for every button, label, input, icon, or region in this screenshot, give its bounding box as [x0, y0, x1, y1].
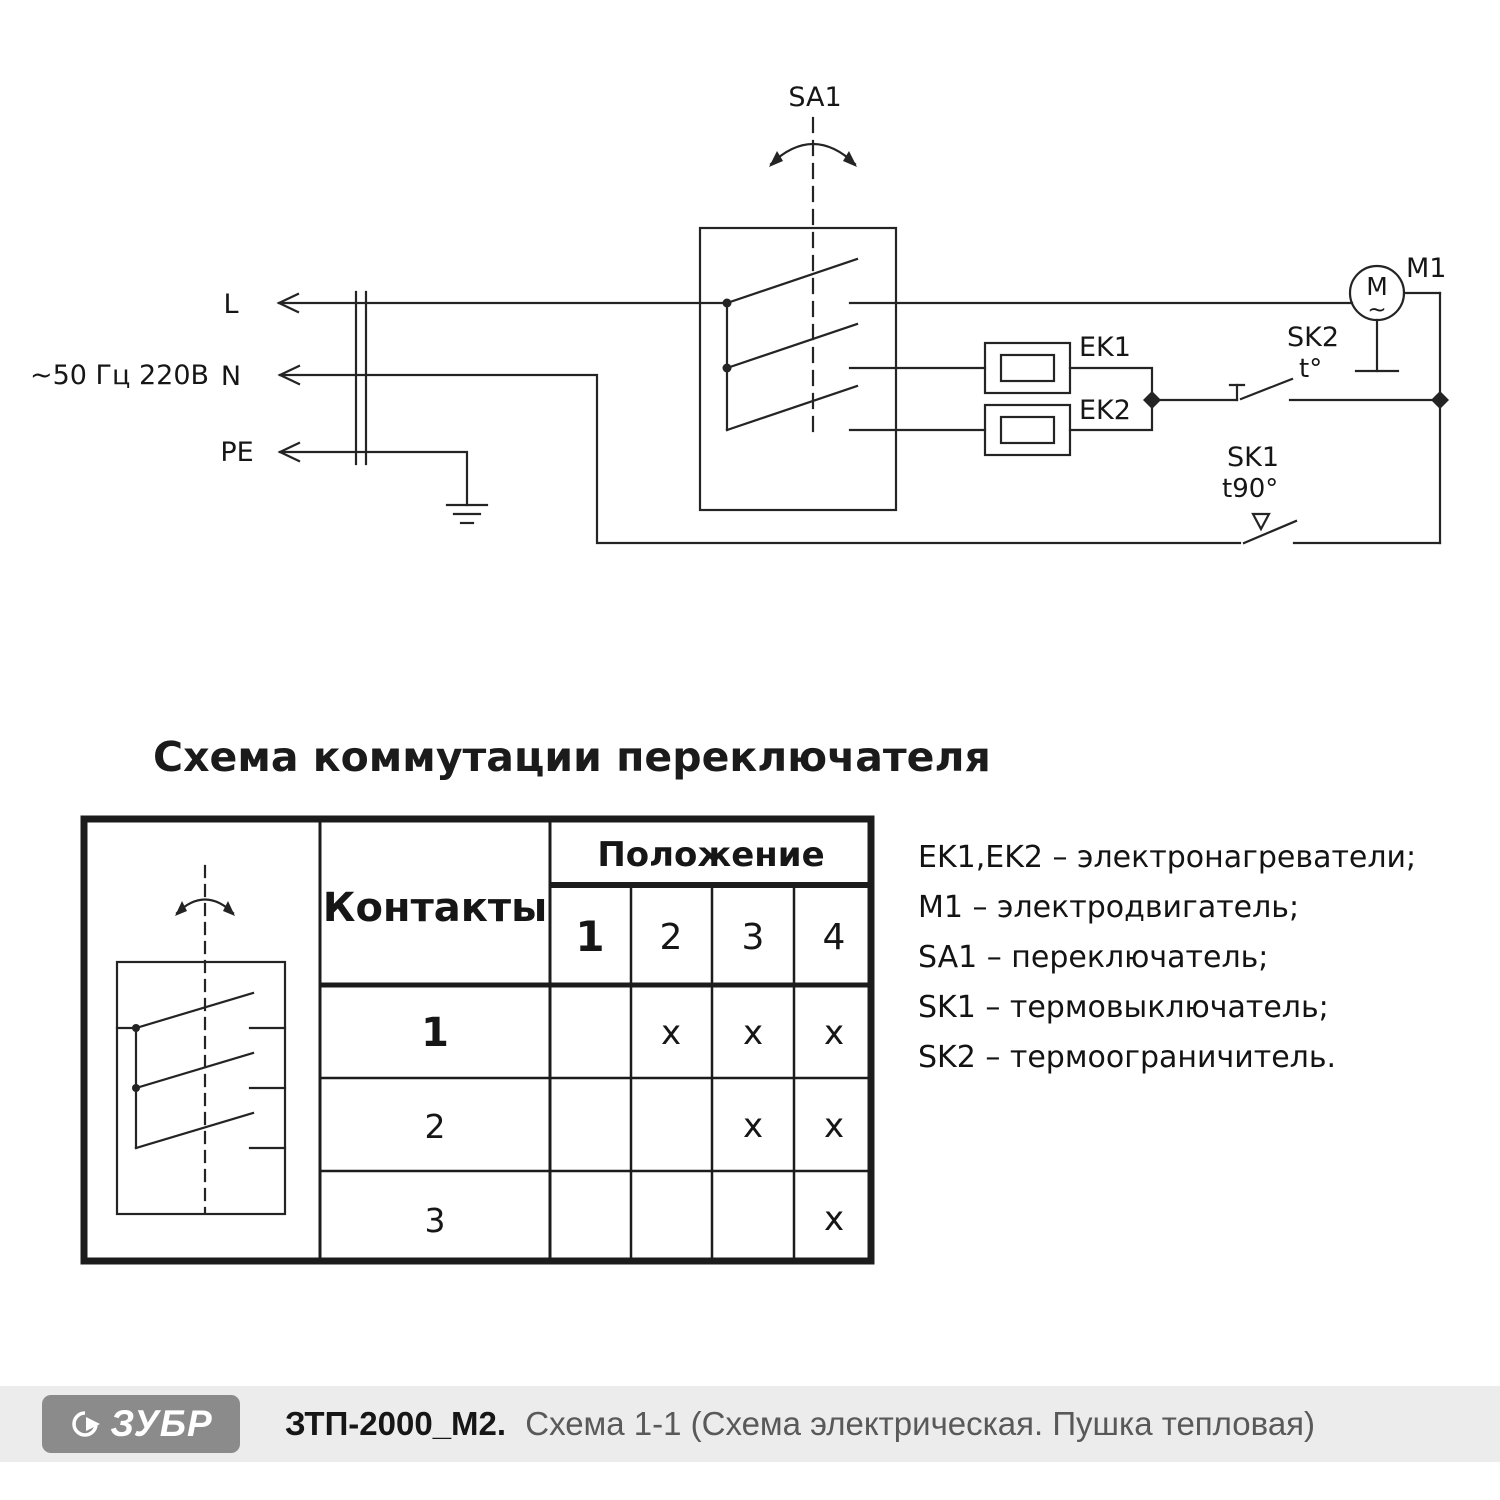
commutation-table-figure: Контакты Положение 1 2 3 4 1 2 3 x x x x…	[80, 815, 875, 1265]
position-header: Положение	[597, 835, 824, 875]
switch-blade-3	[725, 384, 859, 432]
contact-row-label-2: 2	[425, 1107, 446, 1146]
sk1-temp-label: t90°	[1222, 474, 1278, 504]
position-3: 3	[742, 917, 765, 958]
legend-item-thermal-limiter: SK2 – термоограничитель.	[918, 1040, 1337, 1075]
wire-pe	[278, 450, 469, 507]
pictogram-blade-1	[134, 991, 255, 1030]
wire-ek1-to-junction	[1068, 366, 1154, 402]
sk2-blade	[1239, 377, 1294, 401]
legend-item-switch: SA1 – переключатель;	[918, 940, 1269, 975]
ek1-inner	[999, 353, 1056, 383]
m1-label: M1	[1406, 253, 1446, 284]
circuit-diagram: SA1 ~50 Гц 220В L N PE	[30, 82, 1449, 545]
contacts-header: Контакты	[323, 885, 548, 931]
sa1-label: SA1	[788, 82, 841, 113]
legend-item-thermal-switch: SK1 – термовыключатель;	[918, 990, 1329, 1025]
ek2-inner	[999, 415, 1056, 445]
power-rating-label: ~50 Гц 220В	[30, 360, 209, 391]
cell-r1-p3: x	[743, 1013, 763, 1053]
component-legend: EK1,EK2 – электронагреватели; M1 – элект…	[918, 833, 1416, 1083]
table-outer-border	[80, 815, 875, 1265]
sk1-blade	[1242, 519, 1298, 545]
contact-row-label-1: 1	[421, 1010, 449, 1056]
line-l-label: L	[223, 289, 238, 320]
brand-logo: ЗУБР	[42, 1395, 240, 1453]
brand-arrow-icon	[72, 1411, 101, 1437]
pictogram-arc-arrowhead-left-icon	[175, 901, 187, 916]
model-number: ЗТП-2000_М2.	[285, 1405, 507, 1442]
cell-r1-p4: x	[824, 1013, 844, 1053]
cell-r2-p4: x	[824, 1106, 844, 1146]
pictogram-blade-2	[134, 1051, 255, 1090]
pictogram-arc-arrowhead-right-icon	[223, 901, 235, 916]
sa1-arc-arrowhead-right-icon	[843, 151, 857, 167]
motor-m-symbol: M	[1366, 272, 1388, 301]
sk2-temp-label: t°	[1299, 354, 1322, 384]
cell-r2-p3: x	[743, 1106, 763, 1146]
footer-bar: ЗУБР ЗТП-2000_М2. Схема 1-1 (Схема элект…	[0, 1386, 1500, 1462]
ek2-body	[983, 403, 1072, 457]
switch-blade-2	[725, 322, 859, 370]
motor-ac-symbol: ~	[1367, 297, 1386, 323]
wire-ek2-to-junction	[1068, 398, 1154, 432]
legend-item-motor: M1 – электродвигатель;	[918, 890, 1300, 925]
position-1: 1	[575, 912, 604, 961]
wire-n	[278, 373, 1242, 545]
commutation-title: Схема коммутации переключателя	[153, 733, 991, 781]
cell-r1-p2: x	[661, 1013, 681, 1053]
switch-blade-1	[725, 257, 859, 305]
sk1-label: SK1	[1227, 442, 1279, 473]
cell-r3-p4: x	[824, 1199, 844, 1239]
pictogram-blade-3	[134, 1111, 255, 1150]
scheme-description: Схема 1-1 (Схема электрическая. Пушка те…	[525, 1405, 1316, 1442]
line-n-label: N	[221, 361, 241, 392]
ek1-body	[983, 341, 1072, 395]
ek2-label: EK2	[1079, 395, 1131, 426]
sk2-label: SK2	[1287, 322, 1339, 353]
sa1-arc-arrowhead-left-icon	[769, 151, 783, 167]
sk1-thermal-triangle-icon	[1251, 512, 1271, 532]
brand-name: ЗУБР	[110, 1403, 213, 1444]
line-pe-label: PE	[220, 437, 253, 468]
ek1-label: EK1	[1079, 332, 1131, 363]
legend-item-heaters: EK1,EK2 – электронагреватели;	[918, 840, 1417, 875]
position-4: 4	[823, 917, 846, 958]
footer-caption: ЗТП-2000_М2. Схема 1-1 (Схема электричес…	[285, 1405, 1315, 1443]
contact-row-label-3: 3	[425, 1201, 446, 1240]
position-2: 2	[660, 917, 683, 958]
